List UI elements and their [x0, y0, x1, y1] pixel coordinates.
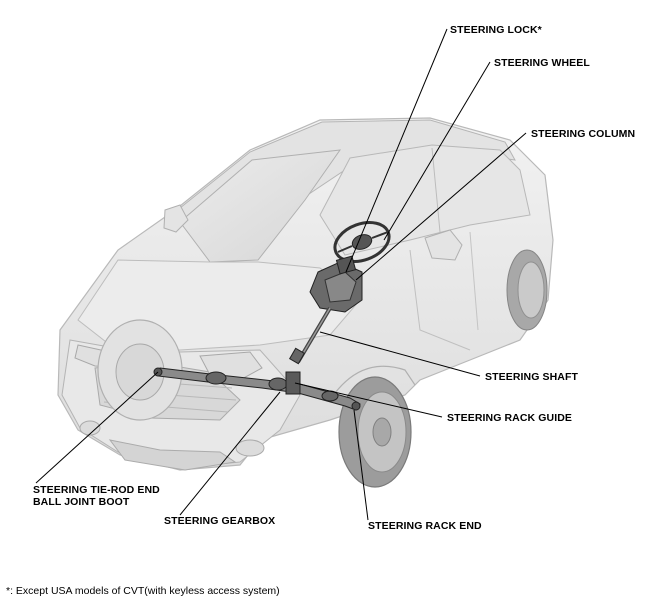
leader-tie-rod-end — [35, 371, 159, 484]
steering-shaft-part — [288, 306, 332, 365]
label-steering-rack-end: STEERING RACK END — [368, 520, 482, 532]
footnote: *: Except USA models of CVT(with keyless… — [6, 585, 280, 597]
steering-components — [153, 221, 391, 411]
label-steering-rack-guide: STEERING RACK GUIDE — [447, 412, 572, 424]
label-steering-shaft: STEERING SHAFT — [485, 371, 578, 383]
steering-column-part — [309, 255, 363, 313]
vehicle-illustration — [57, 117, 554, 488]
leader-steering-rack-end — [353, 409, 369, 521]
label-tie-rod-end-line2: BALL JOINT BOOT — [33, 496, 130, 508]
leader-steering-gearbox — [179, 391, 281, 516]
label-steering-column: STEERING COLUMN — [531, 128, 636, 140]
label-steering-gearbox: STEERING GEARBOX — [164, 515, 276, 527]
leader-steering-rack-guide — [294, 382, 443, 418]
label-steering-wheel: STEERING WHEEL — [494, 57, 590, 69]
label-tie-rod-end: STEERING TIE-ROD END BALL JOINT BOOT — [33, 484, 160, 508]
label-steering-lock: STEERING LOCK* — [450, 24, 542, 36]
leader-lines — [35, 28, 527, 521]
leader-steering-wheel — [383, 61, 491, 241]
steering-gearbox-part — [153, 367, 361, 411]
leader-steering-column — [355, 132, 527, 281]
leader-steering-shaft — [319, 331, 481, 377]
leader-steering-lock — [345, 28, 448, 273]
label-tie-rod-end-line1: STEERING TIE-ROD END — [33, 484, 160, 496]
